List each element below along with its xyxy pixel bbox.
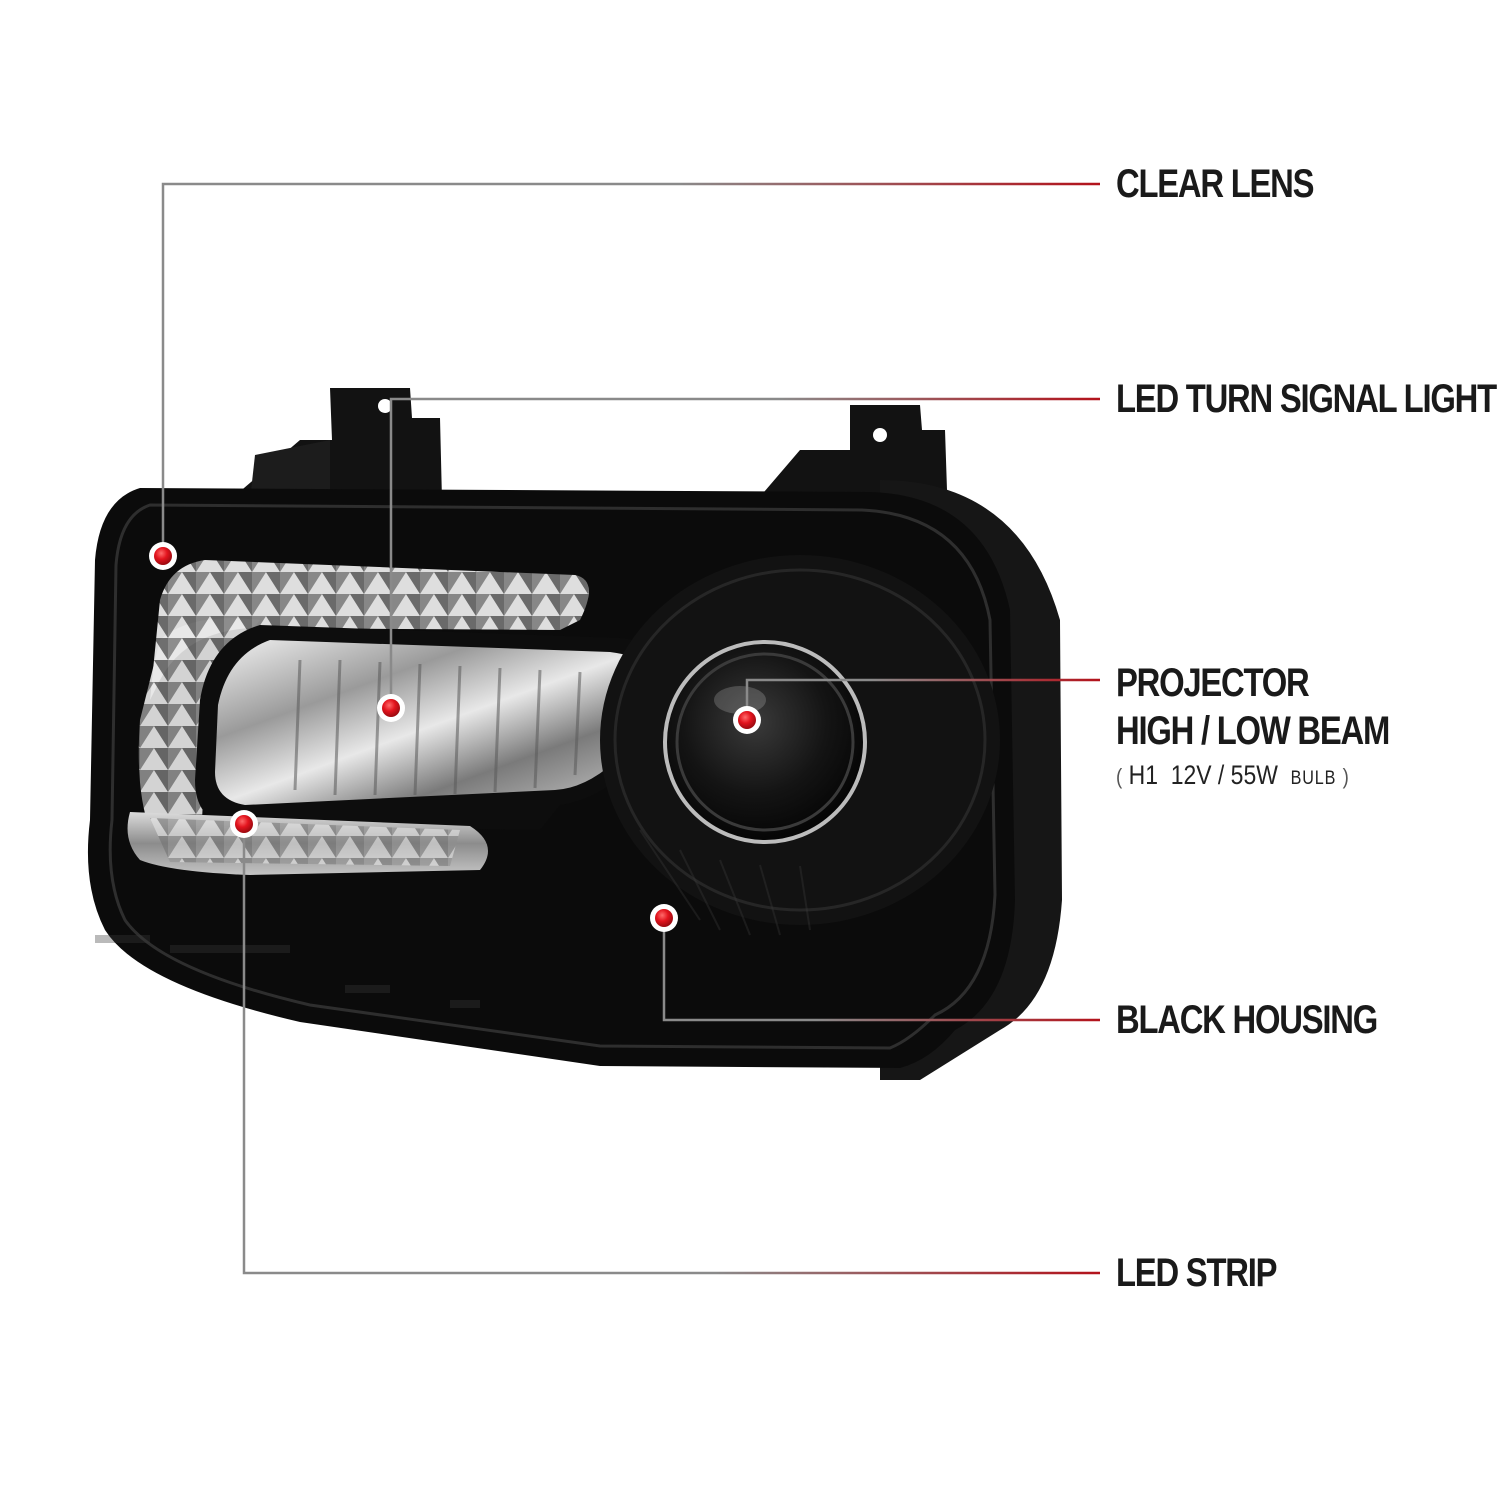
projector-lens [665, 642, 865, 842]
bulb-open-paren: ( [1116, 764, 1123, 789]
callout-projector-line2: HIGH / LOW BEAM [1116, 709, 1390, 753]
bulb-type: H1 [1128, 760, 1158, 790]
markers [149, 542, 761, 932]
callout-bulb-spec: ( H1 12V / 55W BULB ) [1116, 760, 1349, 794]
bulb-voltage-wattage: 12V / 55W [1170, 760, 1278, 790]
bulb-close-paren: ) [1342, 764, 1349, 789]
callout-clear-lens: CLEAR LENS [1116, 162, 1315, 206]
callout-led-strip: LED STRIP [1116, 1251, 1277, 1295]
callout-led-turn-signal: LED TURN SIGNAL LIGHT [1116, 377, 1497, 421]
upper-reflector [150, 560, 589, 700]
callout-projector-line1: PROJECTOR [1116, 661, 1310, 705]
bulb-word: BULB [1290, 768, 1337, 789]
callout-black-housing: BLACK HOUSING [1116, 998, 1378, 1042]
